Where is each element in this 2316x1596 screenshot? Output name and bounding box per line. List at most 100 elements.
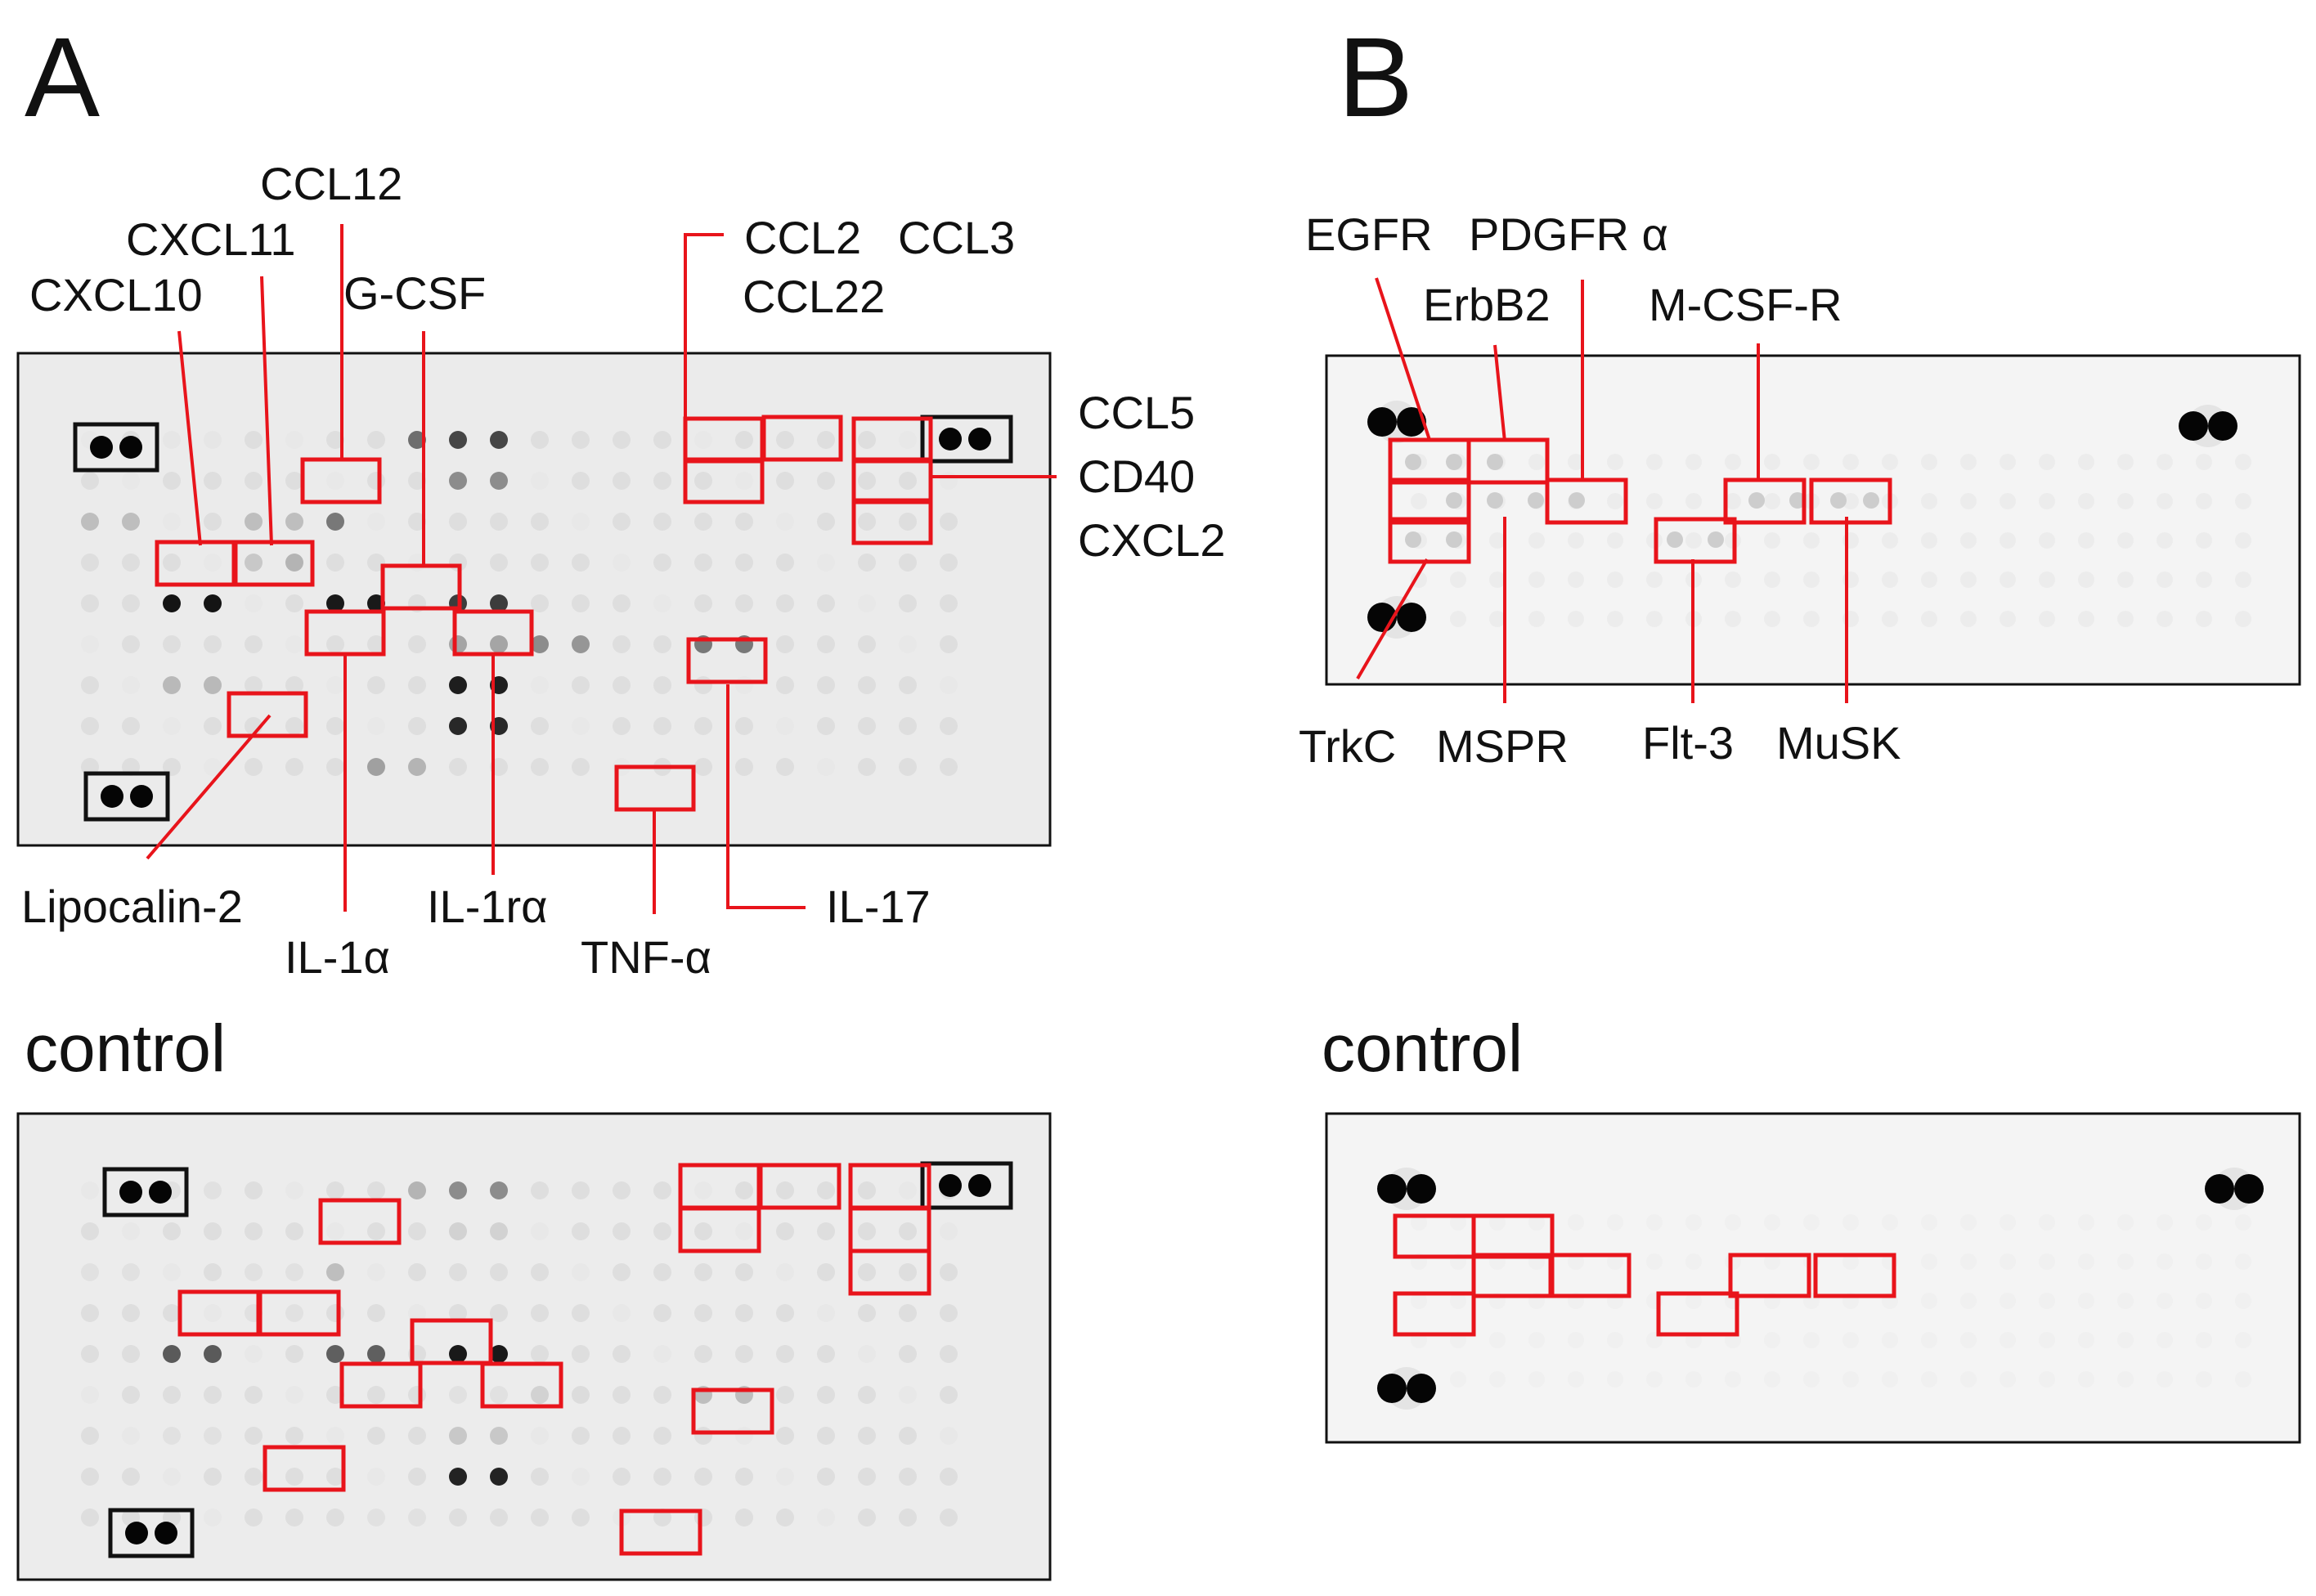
- highlight-box: [683, 457, 765, 504]
- array-spot: [653, 431, 671, 449]
- array-spot: [1607, 1214, 1623, 1231]
- array-spot: [2039, 1214, 2055, 1231]
- array-spot: [285, 1181, 303, 1199]
- array-spot: [531, 1222, 549, 1240]
- reference-spot: [119, 436, 142, 459]
- array-spot: [653, 1181, 671, 1199]
- label-cxcl2: CXCL2: [1078, 514, 1226, 566]
- array-spot: [1411, 493, 1427, 509]
- array-spot: [2235, 532, 2251, 549]
- array-spot: [940, 554, 958, 572]
- array-spot: [122, 1222, 140, 1240]
- panel-a-letter: A: [25, 15, 100, 141]
- array-spot: [285, 1345, 303, 1363]
- array-spot: [2235, 1253, 2251, 1270]
- array-spot: [940, 1345, 958, 1363]
- array-spot: [1921, 493, 1937, 509]
- array-spot: [204, 1222, 222, 1240]
- array-spot: [899, 513, 917, 531]
- array-spot: [531, 635, 549, 653]
- label-ccl22: CCL22: [743, 271, 885, 322]
- array-spot: [2039, 1293, 2055, 1309]
- array-spot: [2117, 1214, 2134, 1231]
- array-spot: [408, 758, 426, 776]
- array-spot: [2078, 532, 2094, 549]
- array-spot: [1960, 572, 1977, 588]
- array-spot: [1568, 454, 1584, 470]
- array-spot: [653, 717, 671, 735]
- label-mcsfr: M-CSF-R: [1649, 279, 1842, 330]
- array-spot: [204, 1304, 222, 1322]
- array-spot: [531, 594, 549, 612]
- highlight-box: [1809, 477, 1892, 525]
- array-spot: [1528, 532, 1545, 549]
- array-spot: [285, 554, 303, 572]
- panel-b-letter: B: [1338, 15, 1413, 141]
- array-spot: [1646, 572, 1663, 588]
- array-spot: [81, 1386, 99, 1404]
- array-spot: [776, 1386, 794, 1404]
- array-spot: [245, 513, 263, 531]
- array-spot: [1568, 1214, 1584, 1231]
- array-spot: [1960, 1293, 1977, 1309]
- array-spot: [204, 1509, 222, 1527]
- array-spot: [204, 1468, 222, 1486]
- array-spot: [613, 1181, 631, 1199]
- array-spot: [204, 472, 222, 490]
- array-spot: [2039, 1332, 2055, 1348]
- array-spot: [1528, 492, 1544, 509]
- array-spot: [2000, 1371, 2016, 1388]
- array-spot: [408, 1468, 426, 1486]
- array-spot: [2117, 611, 2134, 627]
- array-spot: [531, 513, 549, 531]
- array-spot: [613, 431, 631, 449]
- array-spot: [1646, 493, 1663, 509]
- array-spot: [776, 1427, 794, 1445]
- array-spot: [1764, 611, 1780, 627]
- array-spot: [653, 1222, 671, 1240]
- panel-b-control-label: control: [1322, 1011, 1523, 1086]
- array-spot: [245, 1509, 263, 1527]
- array-spot: [613, 1427, 631, 1445]
- array-spot: [367, 1386, 385, 1404]
- array-spot: [613, 635, 631, 653]
- array-spot: [940, 758, 958, 776]
- array-spot: [572, 717, 590, 735]
- array-spot: [735, 1468, 753, 1486]
- array-spot: [858, 431, 876, 449]
- array-spot: [285, 1386, 303, 1404]
- highlight-box: [848, 1249, 931, 1296]
- array-spot: [163, 554, 181, 572]
- highlight-box: [1545, 477, 1628, 525]
- array-spot: [285, 1468, 303, 1486]
- array-spot: [572, 1181, 590, 1199]
- array-spot: [694, 431, 712, 449]
- array-spot: [735, 431, 753, 449]
- array-spot: [449, 1386, 467, 1404]
- array-spot: [490, 431, 508, 449]
- array-spot: [1411, 1293, 1427, 1309]
- reference-spot: [90, 436, 113, 459]
- reference-spot: [101, 785, 123, 808]
- array-spot: [940, 1304, 958, 1322]
- array-spot: [490, 1427, 508, 1445]
- array-spot: [245, 1468, 263, 1486]
- array-spot: [899, 1222, 917, 1240]
- highlight-box: [380, 563, 462, 611]
- reference-spot: [1397, 603, 1426, 632]
- array-spot: [1685, 1253, 1702, 1270]
- array-spot: [122, 676, 140, 694]
- array-spot: [1646, 611, 1663, 627]
- array-spot: [2196, 1253, 2212, 1270]
- array-spot: [449, 1468, 467, 1486]
- array-spot: [245, 758, 263, 776]
- array-spot: [1921, 1371, 1937, 1388]
- array-spot: [531, 554, 549, 572]
- array-spot: [858, 1345, 876, 1363]
- array-spot: [1569, 492, 1585, 509]
- array-spot: [653, 1468, 671, 1486]
- array-spot: [776, 676, 794, 694]
- label-il17: IL-17: [826, 881, 931, 932]
- array-spot: [326, 472, 344, 490]
- highlight-box: [339, 1361, 423, 1409]
